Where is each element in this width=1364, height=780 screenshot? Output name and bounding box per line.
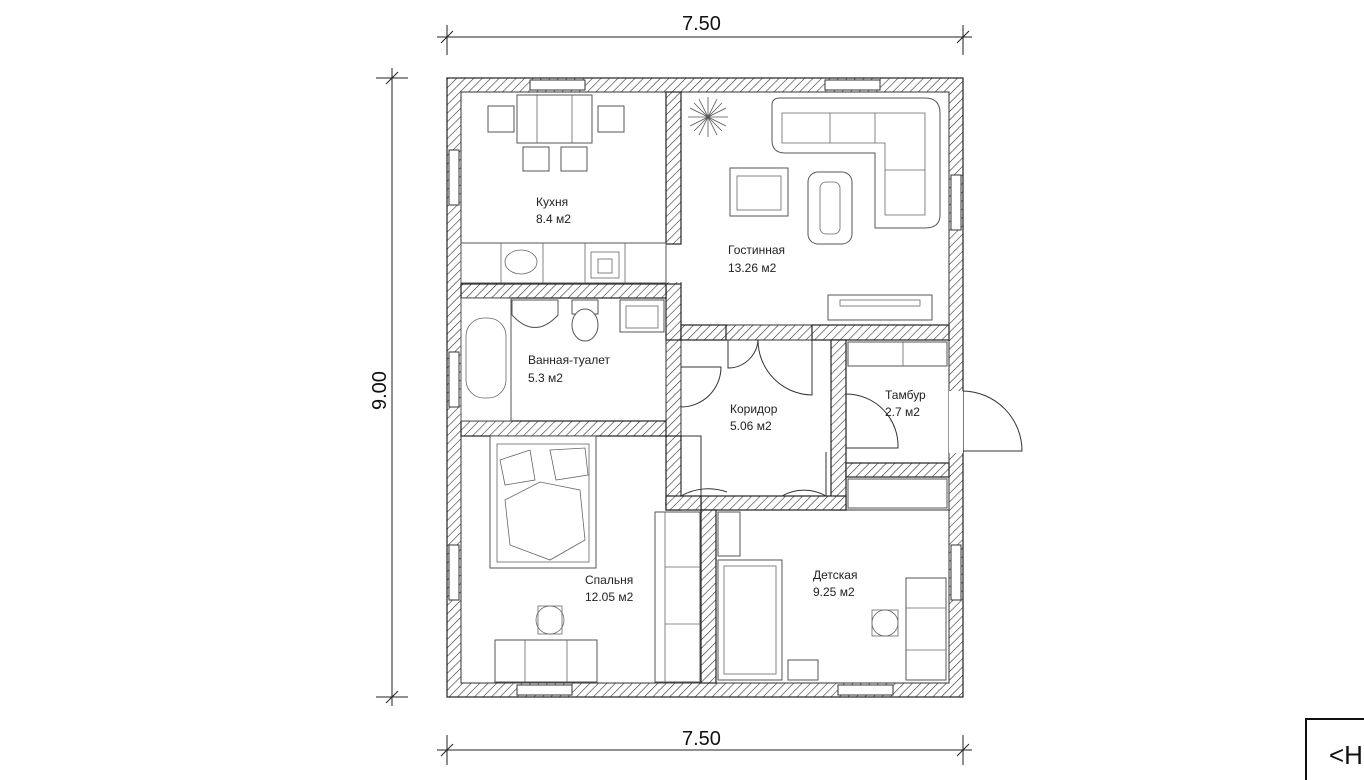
dimension-top-label: 7.50 xyxy=(682,13,721,35)
doors xyxy=(680,339,1023,497)
corridor-room xyxy=(680,339,832,497)
corner-tag-label: <H xyxy=(1329,740,1363,770)
plant-icon xyxy=(688,97,728,137)
window-bedroom-left xyxy=(448,544,460,601)
living-area: 13.26 м2 xyxy=(728,261,777,275)
dimension-left: 9.00 xyxy=(369,68,408,706)
kitchen-area: 8.4 м2 xyxy=(536,212,571,226)
window-living-top xyxy=(824,79,881,91)
window-bedroom-bottom xyxy=(516,684,573,696)
corridor-name: Коридор xyxy=(730,402,778,416)
kitchen-furniture xyxy=(460,94,667,284)
vestibule-furniture xyxy=(847,341,948,509)
nursery-area: 9.25 м2 xyxy=(813,585,855,599)
bedroom-area: 12.05 м2 xyxy=(585,590,634,604)
window-kitchen xyxy=(529,79,586,91)
living-furniture xyxy=(688,97,941,321)
bedroom-name: Спальня xyxy=(585,573,633,587)
window-kitchen-left xyxy=(448,149,460,206)
dimension-top: 7.50 xyxy=(437,13,972,55)
bath-furniture xyxy=(460,297,665,422)
dimension-left-label: 9.00 xyxy=(369,371,391,410)
window-nursery-bottom xyxy=(837,684,894,696)
dimension-bottom: 7.50 xyxy=(437,728,972,765)
bath-area: 5.3 м2 xyxy=(528,371,563,385)
interior-walls xyxy=(460,91,950,684)
bath-name: Ванная-туалет xyxy=(528,353,611,367)
dimension-bottom-label: 7.50 xyxy=(682,728,721,750)
bedroom-furniture xyxy=(489,435,701,683)
nursery-name: Детская xyxy=(813,568,857,582)
window-living-right xyxy=(950,174,962,231)
nursery-furniture xyxy=(717,511,947,681)
windows xyxy=(448,79,962,696)
window-nursery-right xyxy=(950,544,962,601)
window-bath-left xyxy=(448,351,460,408)
kitchen-name: Кухня xyxy=(536,195,568,209)
corner-tag: <H xyxy=(1305,718,1364,780)
living-name: Гостинная xyxy=(728,243,785,257)
vestibule-area: 2.7 м2 xyxy=(885,405,920,419)
vestibule-name: Тамбур xyxy=(885,388,926,402)
corridor-area: 5.06 м2 xyxy=(730,419,772,433)
room-labels: Кухня 8.4 м2 Гостинная 13.26 м2 Ванная-т… xyxy=(528,195,926,604)
